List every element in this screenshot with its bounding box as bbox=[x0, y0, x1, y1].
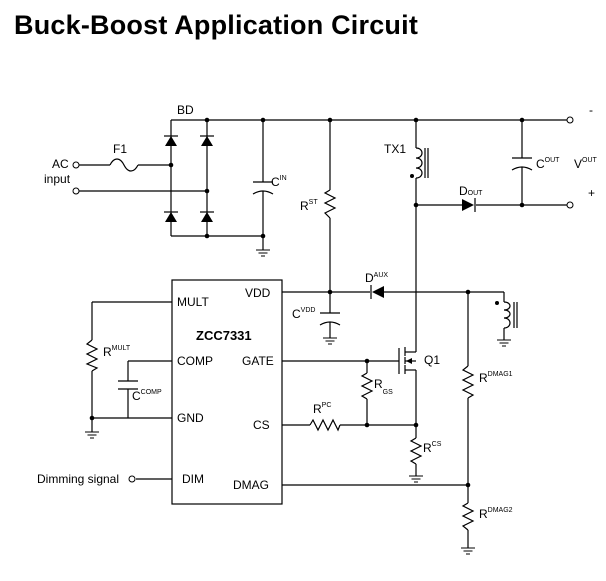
label-ccomp: CCOMP bbox=[132, 389, 162, 403]
label-ac: AC bbox=[52, 157, 69, 171]
capacitor-cout bbox=[511, 157, 533, 171]
capacitor-cin bbox=[252, 181, 274, 195]
pin-vdd: VDD bbox=[245, 286, 271, 300]
label-cvdd: CVDD bbox=[292, 307, 315, 321]
label-rdmag2: RDMAG2 bbox=[479, 507, 513, 521]
ground-icon bbox=[256, 249, 270, 257]
ground-icon bbox=[497, 339, 511, 347]
fuse-f1 bbox=[109, 158, 139, 172]
aux-winding bbox=[495, 301, 518, 329]
ground-icon bbox=[323, 337, 337, 345]
transformer-tx1 bbox=[410, 147, 429, 179]
component-labels: BD F1 AC input TX1 Q1 - + Dimming signal… bbox=[37, 103, 598, 521]
label-rdmag1: RDMAG1 bbox=[479, 371, 513, 385]
diode-dout bbox=[462, 198, 476, 212]
pin-gnd: GND bbox=[177, 411, 204, 425]
pin-dmag: DMAG bbox=[233, 478, 269, 492]
label-vout: VOUT bbox=[574, 157, 598, 171]
ground-symbols bbox=[85, 249, 511, 555]
pin-dim: DIM bbox=[182, 472, 204, 486]
resistor-rpc bbox=[309, 418, 341, 432]
terminals bbox=[72, 116, 574, 483]
pin-mult: MULT bbox=[177, 295, 209, 309]
resistor-rst bbox=[323, 189, 337, 219]
label-rmult: RMULT bbox=[103, 345, 131, 359]
label-daux: DAUX bbox=[365, 271, 388, 285]
resistor-rgs bbox=[360, 372, 374, 400]
ic-name: ZCC7331 bbox=[196, 328, 252, 343]
ic-zcc7331: ZCC7331 MULT COMP GND DIM VDD GATE CS DM… bbox=[171, 279, 283, 505]
ground-icon bbox=[409, 475, 423, 483]
label-f1: F1 bbox=[113, 142, 127, 156]
label-minus: - bbox=[589, 103, 593, 117]
capacitor-cvdd bbox=[319, 312, 341, 326]
label-bd: BD bbox=[177, 103, 194, 117]
resistor-rmult bbox=[85, 339, 99, 372]
bridge-rectifier bbox=[164, 135, 214, 222]
capacitor-ccomp bbox=[118, 380, 138, 390]
pin-cs: CS bbox=[253, 418, 270, 432]
label-input: input bbox=[44, 172, 71, 186]
label-cin: CIN bbox=[271, 175, 287, 189]
diagram-title: Buck-Boost Application Circuit bbox=[14, 10, 419, 40]
label-dimming: Dimming signal bbox=[37, 472, 119, 486]
pin-comp: COMP bbox=[177, 354, 213, 368]
ground-icon bbox=[461, 547, 475, 555]
label-rpc: RPC bbox=[313, 402, 331, 416]
ground-icon bbox=[85, 431, 99, 439]
junction-dots bbox=[89, 117, 525, 488]
label-plus: + bbox=[588, 186, 595, 200]
mosfet-q1 bbox=[398, 347, 416, 374]
resistor-rdmag1 bbox=[461, 365, 475, 399]
wires bbox=[79, 119, 567, 548]
label-rst: RST bbox=[300, 199, 318, 213]
pin-gate: GATE bbox=[242, 354, 274, 368]
resistor-rcs bbox=[409, 437, 423, 465]
resistor-rdmag2 bbox=[461, 502, 475, 531]
label-dout: DOUT bbox=[459, 184, 483, 198]
label-q1: Q1 bbox=[424, 353, 440, 367]
label-rgs: RGS bbox=[374, 377, 393, 396]
label-tx1: TX1 bbox=[384, 142, 406, 156]
label-cout: COUT bbox=[536, 157, 560, 171]
diode-daux bbox=[370, 285, 384, 299]
label-rcs: RCS bbox=[423, 441, 442, 455]
